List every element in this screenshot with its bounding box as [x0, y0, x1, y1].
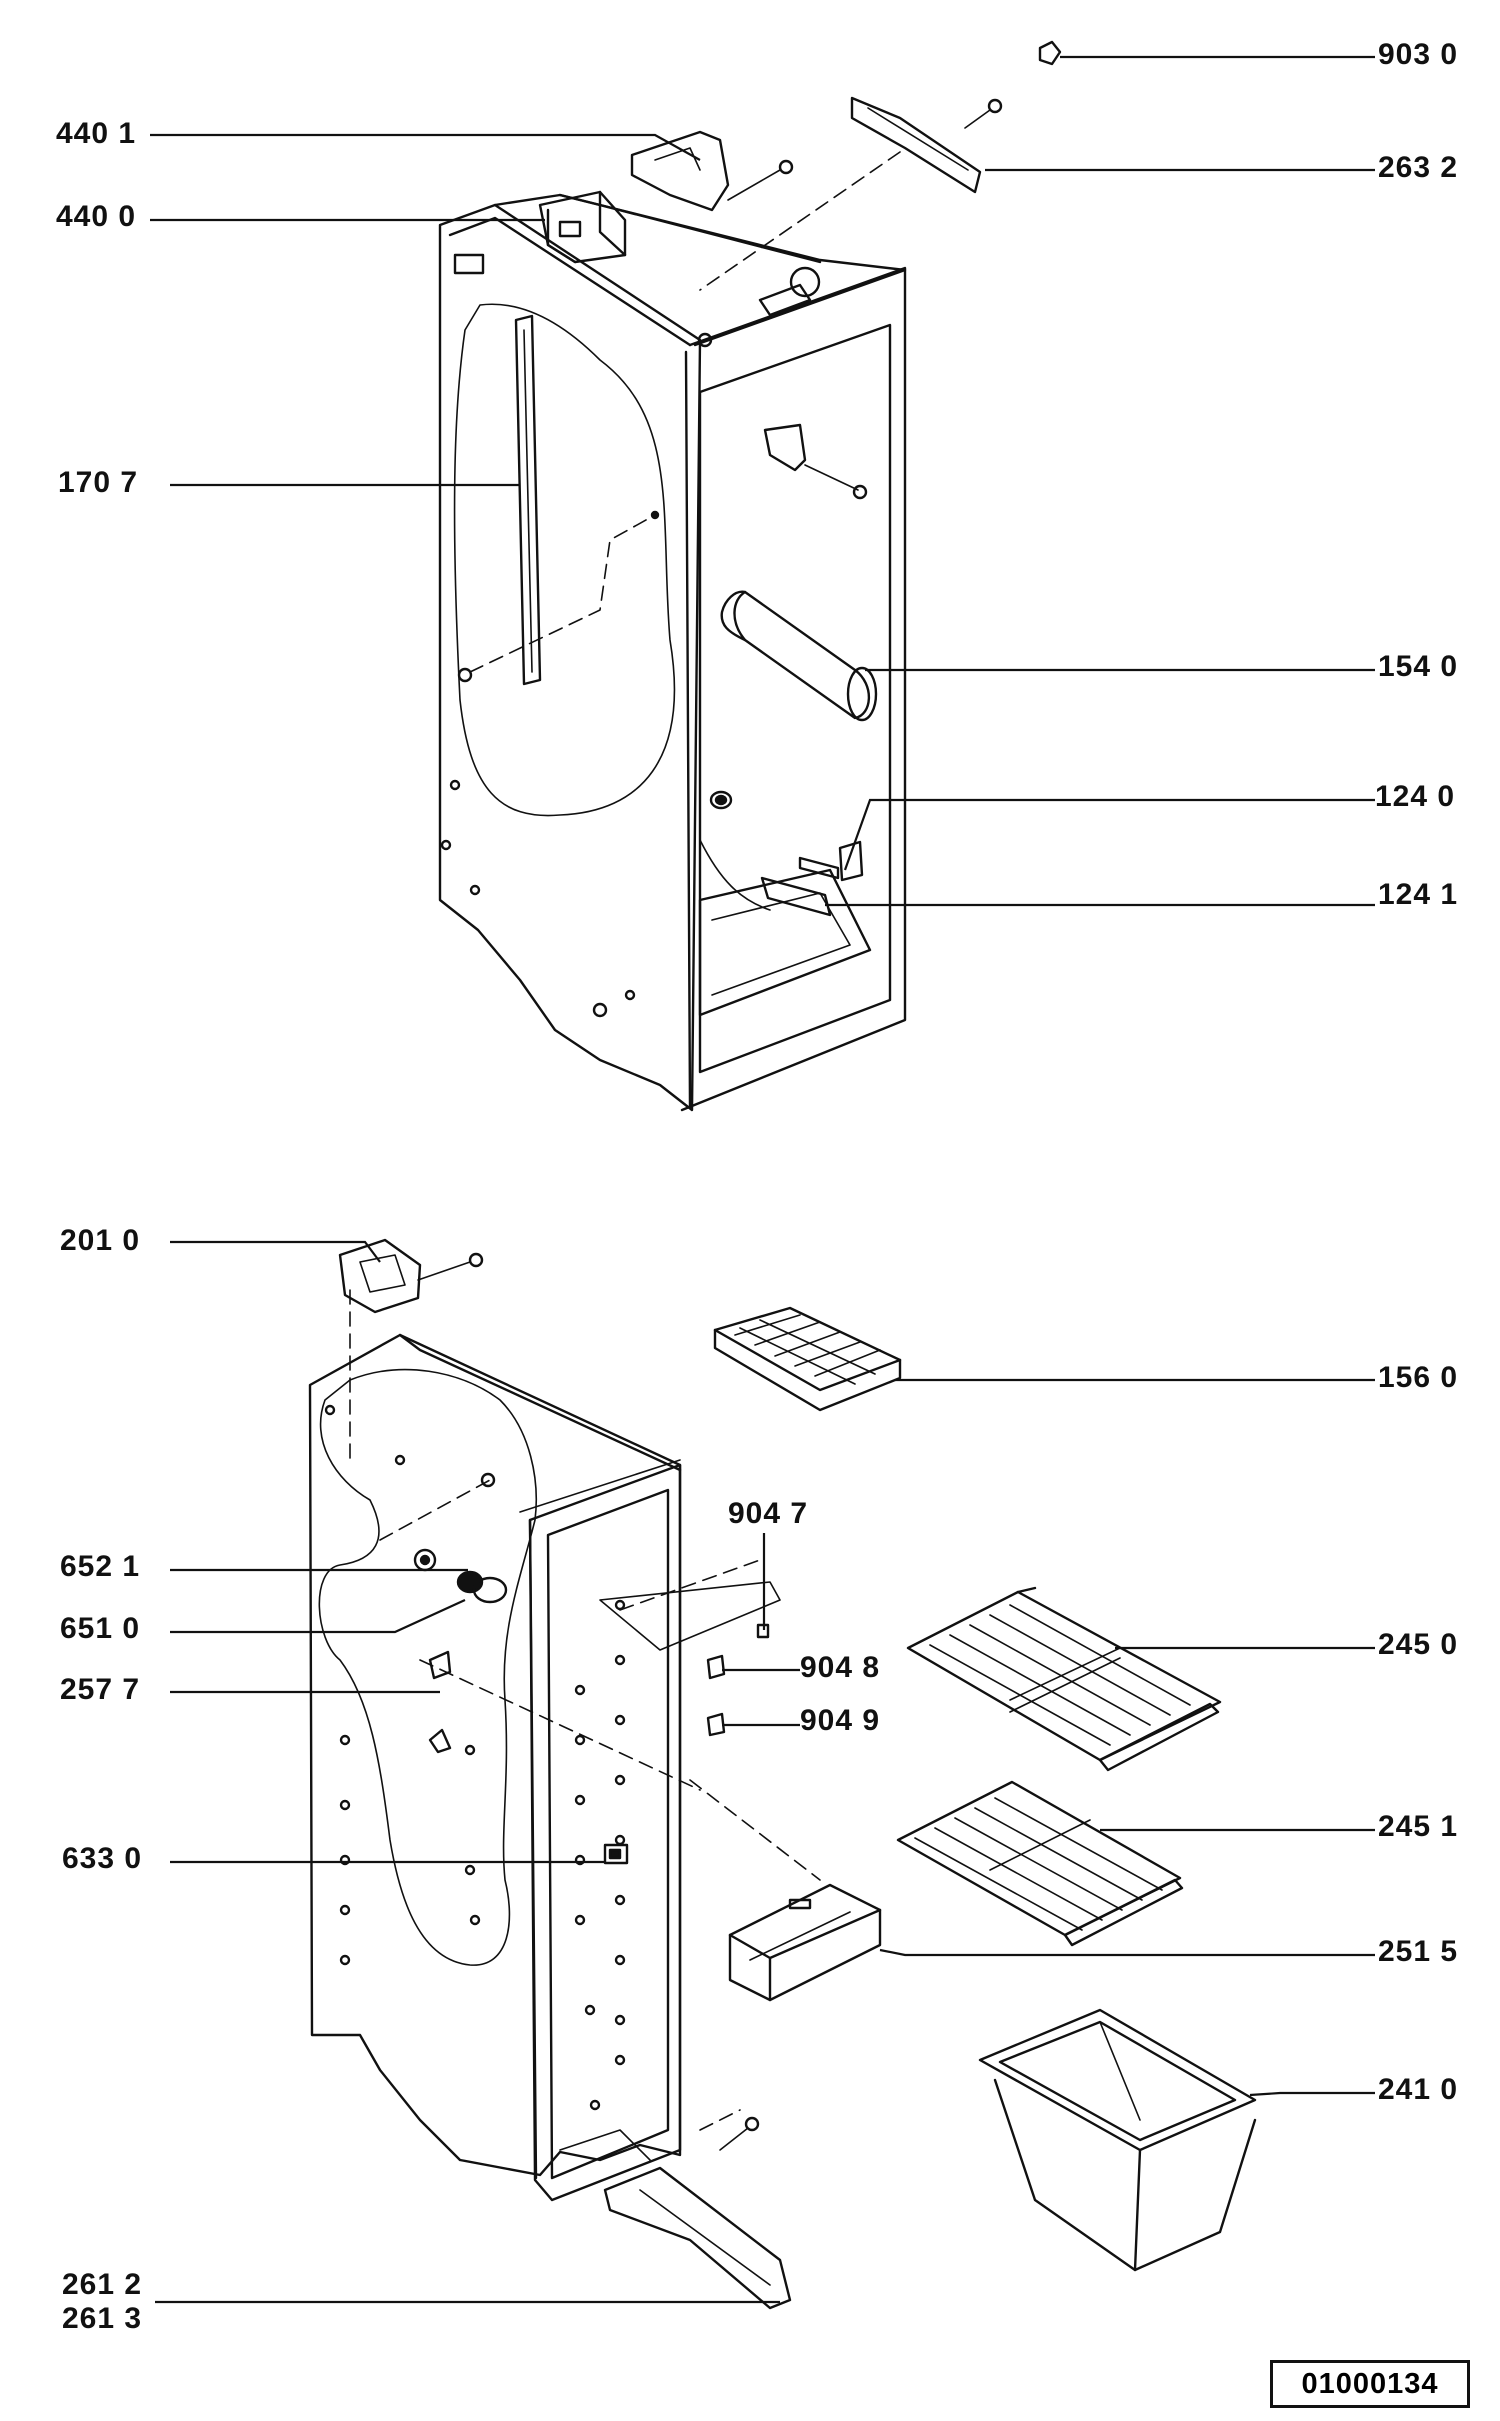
label-part-2577: 257 7 [60, 1673, 141, 1706]
part-1241 [760, 876, 832, 917]
label-part-9049: 904 9 [800, 1704, 881, 1737]
part-9049 [706, 1712, 726, 1737]
label-part-2410: 241 0 [1378, 2073, 1459, 2106]
part-9047 [599, 1581, 781, 1651]
label-part-2613: 261 3 [62, 2302, 143, 2335]
part-2451 [896, 1780, 1184, 1947]
label-part-6330: 633 0 [62, 1842, 143, 1875]
part-9048 [706, 1654, 726, 1680]
upper-cabinet [438, 193, 907, 1112]
label-part-1241: 124 1 [1378, 878, 1459, 911]
label-part-2010: 201 0 [60, 1224, 141, 1257]
label-part-2632: 263 2 [1378, 151, 1459, 184]
part-6330 [603, 1843, 629, 1865]
label-part-1707: 170 7 [58, 466, 139, 499]
diagram-code-box: 01000134 [1270, 2360, 1470, 2408]
label-part-1560: 156 0 [1378, 1361, 1459, 1394]
part-2515 [728, 1883, 882, 2002]
label-part-2451: 245 1 [1378, 1810, 1459, 1843]
part-2010 [338, 1238, 484, 1314]
label-part-4401: 440 1 [56, 117, 137, 150]
label-part-9048: 904 8 [800, 1651, 881, 1684]
label-part-2450: 245 0 [1378, 1628, 1459, 1661]
part-2450 [906, 1586, 1222, 1772]
label-part-6510: 651 0 [60, 1612, 141, 1645]
part-2632 [699, 96, 1003, 291]
part-1540 [720, 590, 878, 722]
part-4401 [630, 130, 794, 212]
part-9030 [1038, 40, 1062, 66]
label-part-4400: 440 0 [56, 200, 137, 233]
part-4400 [538, 190, 627, 264]
label-part-6521: 652 1 [60, 1550, 141, 1583]
part-2410 [978, 2008, 1257, 2272]
part-1560 [713, 1306, 902, 1412]
label-part-1540: 154 0 [1378, 650, 1459, 683]
part-2612 [603, 2116, 792, 2310]
leader-lines [150, 55, 1375, 2304]
label-part-2612: 261 2 [62, 2268, 143, 2301]
label-part-9047: 904 7 [728, 1497, 809, 1530]
label-part-2515: 251 5 [1378, 1935, 1459, 1968]
label-part-1240: 124 0 [1375, 780, 1456, 813]
lower-cabinet [308, 1289, 821, 2202]
label-part-9030: 903 0 [1378, 38, 1459, 71]
